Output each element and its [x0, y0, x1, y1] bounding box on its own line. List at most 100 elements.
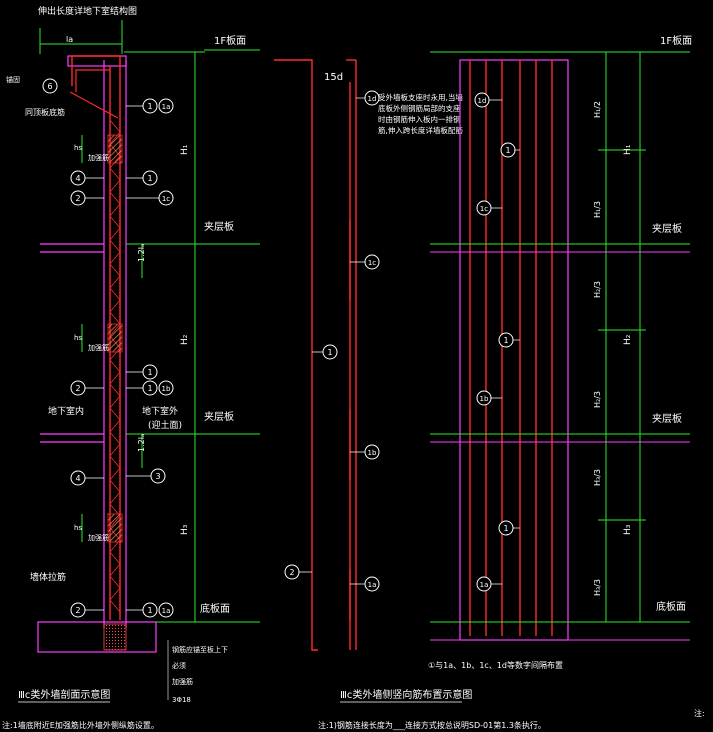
bubble-circle	[476, 576, 492, 592]
ref-bubble: 1	[498, 520, 520, 536]
ref-bubble: 1	[126, 380, 158, 396]
right-bottom-label: 底板面	[656, 600, 686, 613]
bubble-circle	[364, 90, 380, 106]
h3-label: H₃	[180, 524, 190, 535]
bubble-circle	[500, 142, 516, 158]
right-roof-label: 1F板面	[660, 34, 692, 47]
bubble-circle	[498, 332, 514, 348]
ref-bubble: 1a	[158, 602, 174, 618]
strengthen-label-1: 加强筋	[88, 153, 109, 162]
right-p5: H₃/3	[593, 469, 602, 486]
ref-bubble: 1	[498, 332, 520, 348]
right-h1: H₁	[623, 144, 633, 155]
bottom-note-middle: 注:1)钢筋连接长度为___连接方式按总说明SD-01第1.3条执行。	[318, 720, 546, 730]
anchor-note: 锚固	[6, 75, 20, 84]
bubble-text: 1	[503, 336, 508, 345]
mid-level-label: 夹层板	[204, 220, 234, 233]
wall-section-diagram: 伸出长度详地下室结构图 la 1F板面	[6, 5, 260, 704]
ref-bubble: 1b	[158, 380, 174, 396]
bubble-text: 2	[289, 568, 294, 577]
bubble-circle	[158, 190, 174, 206]
bubble-text: 1	[505, 146, 510, 155]
right-p4: H₂/3	[593, 391, 602, 408]
bubble-circle	[474, 92, 490, 108]
bubble-text: 1d	[478, 97, 487, 105]
ref-bubble: 1c	[350, 254, 380, 270]
bubble-circle	[70, 380, 86, 396]
bubble-circle	[70, 470, 86, 486]
bubble-circle	[142, 170, 158, 186]
bubble-circle	[70, 602, 86, 618]
top-bent-bar	[71, 55, 121, 86]
bubble-text: 1	[503, 524, 508, 533]
bottom-bar-note-4: 3Φ18	[172, 696, 191, 704]
h2-label: H₂	[180, 334, 190, 345]
middle-note-box: 受外墙板支座时永用,当墙底板外侧钢筋局部的支座时由钢筋伸入板内一排钢筋,伸入跨长…	[378, 93, 463, 135]
ref-bubble: 4	[70, 470, 104, 486]
bubble-text: 1	[147, 174, 152, 183]
bar-1	[274, 59, 318, 651]
hs-label-3: hs	[74, 524, 82, 532]
bottom-note-left: 注:1墙底附近E加强筋比外墙外侧纵筋设置。	[2, 720, 159, 730]
strengthen-label-2: 加强筋	[88, 343, 109, 352]
bubble-circle	[70, 190, 86, 206]
right-p3: H₂/3	[593, 281, 602, 298]
right-lower-label: 夹层板	[652, 412, 682, 425]
h1-label: H₁	[180, 144, 190, 155]
middle-note: 受外墙板支座时永用,当墙底板外侧钢筋局部的支座时由钢筋伸入板内一排钢筋,伸入跨长…	[378, 93, 463, 135]
right-legend: ①与1a、1b、1c、1d等数字间隔布置	[428, 660, 563, 670]
bottom-bar-note-3: 加强筋	[172, 677, 193, 686]
bottom-bar-note-2: 必须	[172, 661, 186, 670]
ref-bubble: 2	[284, 564, 312, 580]
bubble-text: 1a	[480, 581, 489, 589]
bubble-text: 1	[147, 102, 152, 111]
bubble-circle	[142, 98, 158, 114]
bottom-level-label: 底板面	[200, 602, 230, 615]
ref-bubble: 1	[126, 98, 158, 114]
bubble-circle	[284, 564, 300, 580]
bubble-text: 1	[147, 368, 152, 377]
bubble-circle	[158, 98, 174, 114]
ref-bubble: 2	[70, 602, 104, 618]
ref-bubble: 3	[126, 468, 166, 484]
right-p6: H₃/3	[593, 579, 602, 596]
bubble-text: 4	[75, 174, 80, 183]
ref-bubble: 1c	[126, 190, 174, 206]
ref-bubble: 1a	[350, 576, 380, 592]
bubble-text: 1d	[368, 95, 377, 103]
bottom-note-right: 注:	[694, 708, 705, 718]
strengthen-zone-3	[107, 513, 123, 543]
bubble-circle	[42, 78, 58, 94]
top-bent-bar-2	[75, 69, 110, 92]
label-15d: 15d	[324, 72, 343, 83]
bubble-text: 1	[327, 348, 332, 357]
ref-bubble: 1b	[350, 444, 380, 460]
bubble-text: 1a	[162, 607, 171, 615]
bubble-text: 1	[147, 384, 152, 393]
haunch-bar	[69, 91, 119, 119]
bubble-circle	[150, 468, 166, 484]
right-p1: H₁/2	[593, 101, 602, 118]
bubble-text: 6	[47, 82, 52, 91]
ref-bubble: 1d	[474, 92, 502, 108]
outdoor-note: 地下室外	[142, 405, 178, 417]
bubble-text: 2	[75, 194, 80, 203]
bubble-text: 1b	[162, 385, 171, 393]
ref-bubble: 1	[126, 364, 158, 380]
ref-bubble: 1	[500, 142, 520, 158]
ref-bubble: 1a	[158, 98, 174, 114]
right-p2: H₁/3	[593, 201, 602, 218]
ref-bubble: 1c	[476, 200, 502, 216]
indoor-note: 地下室内	[48, 405, 84, 417]
bubble-text: 2	[75, 384, 80, 393]
left-caption: Ⅲc类外墙剖面示意图	[18, 688, 110, 701]
bubble-circle	[142, 602, 158, 618]
bubble-text: 1	[147, 606, 152, 615]
tie-note: 墙体拉筋	[30, 571, 66, 583]
ref-bubble: 4	[70, 170, 104, 186]
lower-level-label: 夹层板	[204, 410, 234, 423]
bubble-circle	[364, 444, 380, 460]
right-dim-ticks	[598, 51, 646, 623]
cap-note: 同顶板底筋	[25, 107, 65, 117]
